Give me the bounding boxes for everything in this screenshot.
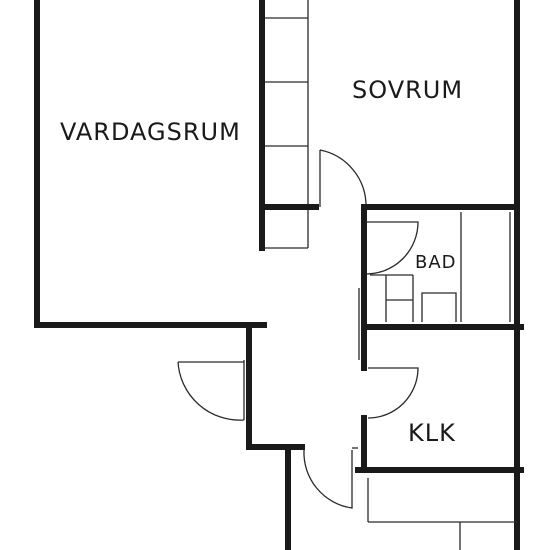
kitchen-door: [367, 367, 419, 419]
room-label-kok: KLK: [408, 419, 456, 447]
hallway: [177, 325, 358, 550]
bathroom: [358, 204, 524, 360]
bathroom-door: [365, 221, 419, 275]
kitchen: [355, 324, 524, 550]
entrance-door: [303, 449, 353, 509]
bedroom: [319, 0, 520, 550]
living-room: [34, 0, 267, 328]
toilet-icon: [421, 292, 457, 322]
closet-door: [177, 361, 245, 421]
room-label-vardagsrum: VARDAGSRUM: [60, 118, 241, 146]
room-label-bad: BAD: [415, 252, 457, 273]
closet-column: [259, 0, 319, 251]
room-label-sovrum: SOVRUM: [352, 76, 463, 104]
bedroom-door: [319, 149, 367, 208]
